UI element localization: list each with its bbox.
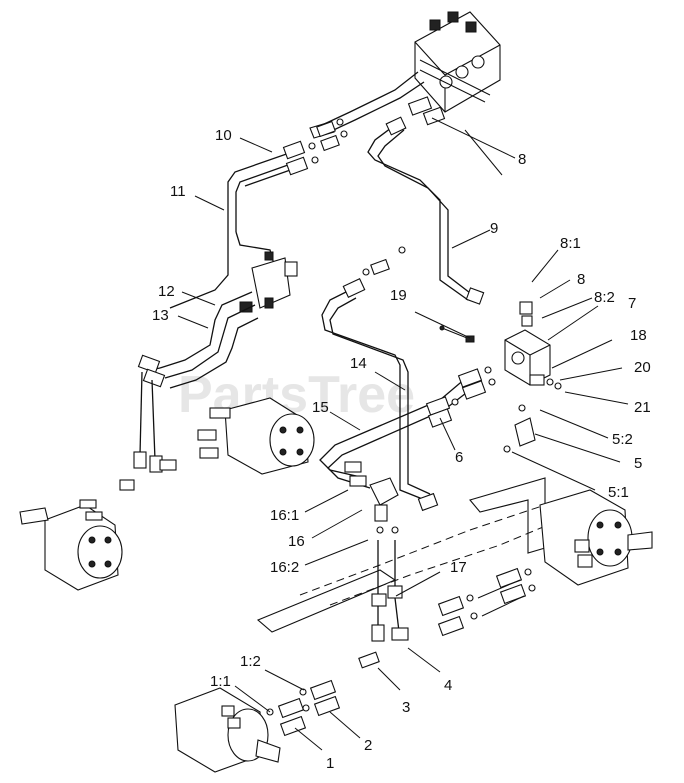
callout-1-1: 1:1	[210, 673, 231, 690]
callout-16-2: 16:2	[270, 559, 299, 576]
callout-12: 12	[158, 283, 175, 300]
callout-8-mid: 8	[577, 271, 585, 288]
callout-8-2: 8:2	[594, 289, 615, 306]
diverter-valve	[239, 251, 298, 313]
callout-10: 10	[215, 127, 232, 144]
fitting-group-right	[437, 567, 536, 637]
callout-17: 17	[450, 559, 467, 576]
elbow-fitting-5	[503, 404, 536, 453]
wheel-motor-middle	[197, 397, 315, 475]
callout-5-1: 5:1	[608, 484, 629, 501]
callout-1: 1	[326, 755, 334, 772]
fitting-group-17	[358, 540, 409, 669]
elbow-fitting-16	[344, 461, 399, 534]
pin-19	[439, 325, 475, 343]
callout-3: 3	[402, 699, 410, 716]
wheel-motor-right	[539, 489, 653, 586]
callout-16-1: 16:1	[270, 507, 299, 524]
fitting-group-14	[362, 246, 406, 276]
callout-6: 6	[455, 449, 463, 466]
fitting-group-10	[282, 118, 348, 176]
callout-5-2: 5:2	[612, 431, 633, 448]
elbow-fittings-left	[119, 354, 177, 491]
wheel-motor-bottom	[174, 687, 281, 773]
fitting-group-1-2	[266, 679, 341, 737]
callout-13: 13	[152, 307, 169, 324]
hydraulic-tube-10	[227, 71, 425, 232]
callout-14: 14	[350, 355, 367, 372]
control-valve	[414, 11, 501, 113]
callout-7: 7	[628, 295, 636, 312]
callout-20: 20	[634, 359, 651, 376]
wheel-motor-left	[19, 499, 123, 591]
hydraulic-tube-12-13	[149, 291, 259, 389]
callout-4: 4	[444, 677, 452, 694]
callout-16: 16	[288, 533, 305, 550]
hydraulic-tube-14	[321, 278, 439, 512]
leader-lines	[177, 117, 629, 751]
callout-5: 5	[634, 455, 642, 472]
fitting-group-8	[407, 96, 446, 126]
callout-1-2: 1:2	[240, 653, 261, 670]
callout-2: 2	[364, 737, 372, 754]
callout-15: 15	[312, 399, 329, 416]
callout-19: 19	[390, 287, 407, 304]
callout-labels: 10 11 12 13 8 9 8:1 8 8:2 7 18 20 21 5:2…	[152, 127, 651, 772]
callout-8-top: 8	[518, 151, 526, 168]
valve-block-7	[504, 301, 551, 386]
mounting-bracket	[256, 477, 561, 633]
fittings-18-20-21	[529, 374, 562, 390]
callout-8-1: 8:1	[560, 235, 581, 252]
callout-9: 9	[490, 220, 498, 237]
callout-21: 21	[634, 399, 651, 416]
hydraulic-tube-9	[367, 116, 485, 305]
callout-18: 18	[630, 327, 647, 344]
callout-11: 11	[170, 183, 186, 200]
